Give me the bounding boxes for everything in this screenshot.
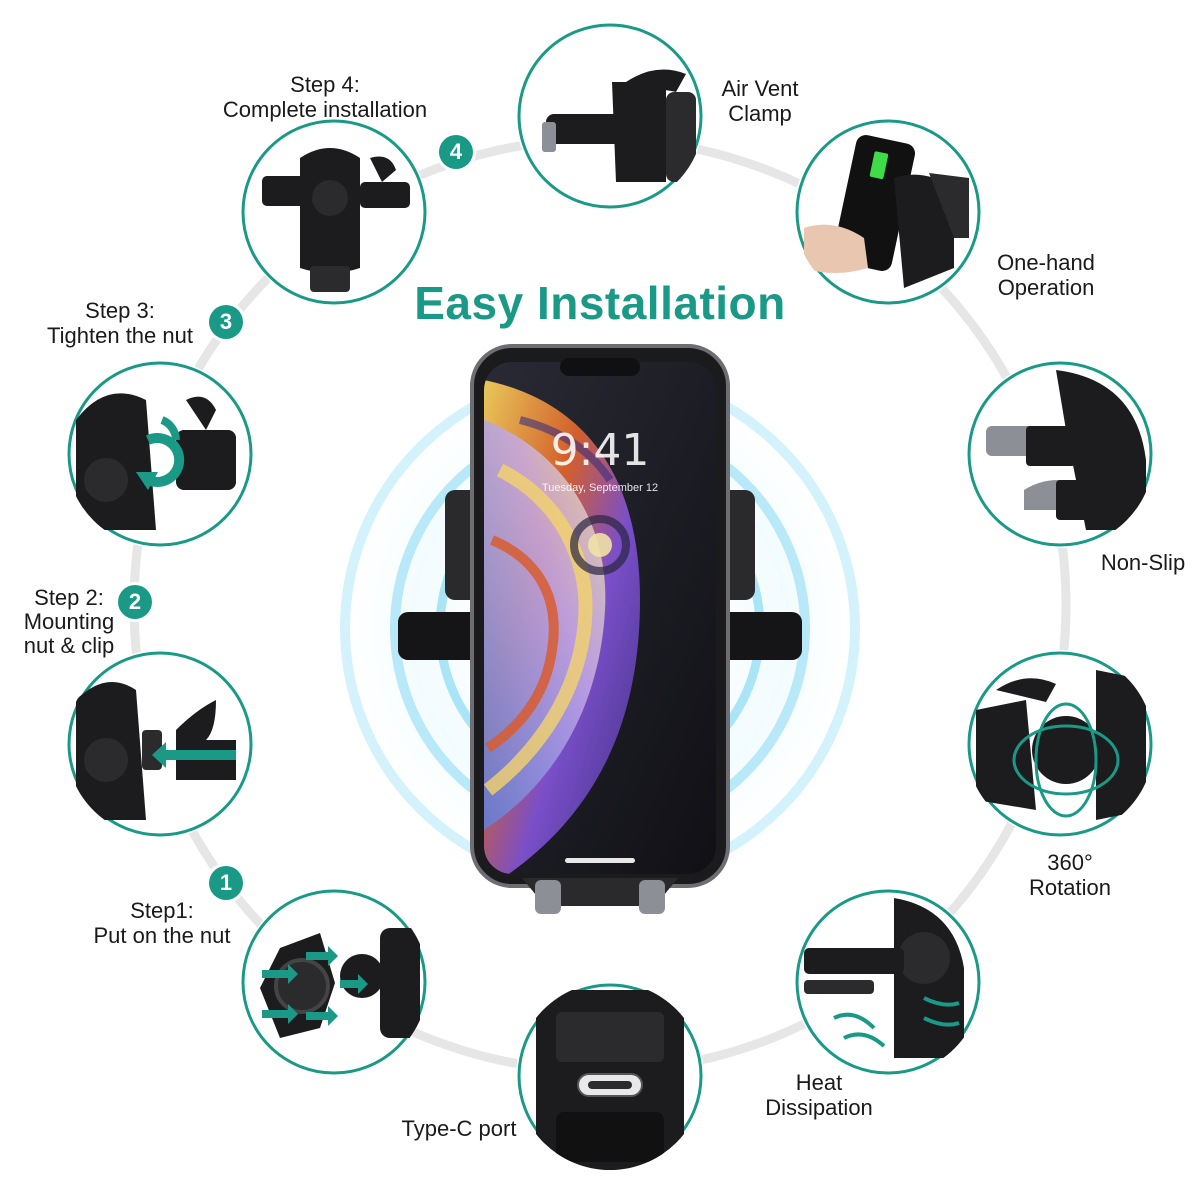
label-rotation: 360° Rotation: [1029, 850, 1111, 900]
thumb-type-c: [516, 982, 704, 1170]
holder-foot-left: [535, 880, 561, 914]
thumb-air-vent: [516, 22, 704, 210]
thumb-one-hand: [794, 118, 982, 306]
vent-clip-right: [716, 612, 802, 660]
phone-date: Tuesday, September 12: [541, 482, 659, 494]
non-slip-icon: [967, 361, 1153, 547]
label-air-vent: Air Vent Clamp: [721, 76, 799, 126]
rotation-icon: [967, 651, 1153, 837]
step-badge-1: 1: [209, 866, 243, 900]
thumb-rotation: [966, 650, 1154, 838]
vent-clamp-icon: [517, 23, 703, 209]
mount-icon: [241, 119, 427, 305]
step-badge-4: 4: [439, 135, 473, 169]
phone-wallpaper: [484, 380, 640, 874]
vent-clip-left: [398, 612, 484, 660]
step-badge-2: 2: [118, 585, 152, 619]
thumb-non-slip: [966, 360, 1154, 548]
step-badge-3: 3: [209, 305, 243, 339]
label-step4: Step 4: Complete installation: [222, 72, 428, 122]
label-heat: Heat Dissipation: [765, 1070, 873, 1120]
thumb-step3: [66, 360, 254, 548]
phone-notch: [560, 358, 640, 376]
thumb-heat: [794, 888, 982, 1076]
thumb-step2: [66, 650, 254, 838]
usb-c-icon: [517, 983, 703, 1170]
label-step2: Step 2: Mounting nut & clip: [23, 585, 115, 658]
home-indicator: [565, 858, 635, 863]
heat-icon: [795, 889, 981, 1075]
rotate-arrow-icon: [67, 361, 253, 547]
label-one-hand: One-hand Operation: [997, 250, 1095, 300]
hex-nut-icon: [241, 889, 427, 1075]
label-non-slip: Non-Slip: [1100, 550, 1186, 575]
thumb-step4: [240, 118, 428, 306]
label-step3: Step 3: Tighten the nut: [47, 298, 193, 348]
one-hand-icon: [795, 119, 981, 305]
clip-icon: [67, 651, 253, 837]
thumb-step1: [240, 888, 428, 1076]
label-type-c: Type-C port: [401, 1116, 517, 1141]
label-step1: Step1: Put on the nut: [93, 898, 231, 948]
phone-time: 9:41: [550, 425, 650, 476]
page-title: Easy Installation: [414, 277, 786, 329]
holder-foot-right: [639, 880, 665, 914]
